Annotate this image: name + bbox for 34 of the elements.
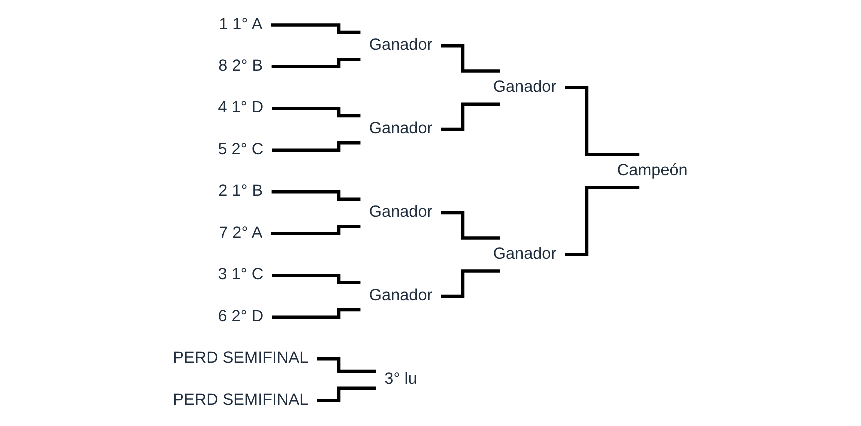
- connector: [564, 86, 640, 156]
- node-text: Campeón: [617, 161, 688, 180]
- connector: [440, 270, 500, 298]
- node-text: 5 2° C: [218, 140, 264, 159]
- connector: [270, 141, 361, 152]
- node-text: 4 1° D: [218, 98, 264, 118]
- connector: [440, 211, 500, 240]
- connector: [270, 274, 361, 285]
- node-text: 2 1° B: [218, 182, 264, 201]
- connector: [270, 58, 361, 69]
- node-text: 6 2° D: [218, 307, 264, 326]
- connector: [270, 24, 361, 34]
- node-text: 8 2° B: [218, 56, 264, 76]
- node-text: Ganador: [369, 202, 433, 222]
- node-text: Ganador: [493, 244, 557, 264]
- node-text: 7 2° A: [219, 224, 263, 242]
- node-text: Ganador: [369, 120, 433, 138]
- connector: [270, 308, 361, 319]
- node-text: 3° lu: [384, 370, 418, 388]
- connector: [316, 386, 376, 402]
- connector: [270, 107, 361, 118]
- connector: [440, 44, 500, 73]
- connector: [270, 190, 361, 202]
- connector: [316, 357, 376, 374]
- connector: [440, 102, 500, 132]
- connector: [270, 224, 361, 236]
- node-text: PERD SEMIFINAL: [173, 349, 309, 368]
- connector: [564, 186, 640, 256]
- node-text: PERD SEMIFINAL: [173, 390, 309, 410]
- node-text: 1 1° A: [219, 15, 263, 34]
- node-text: 3 1° C: [218, 266, 264, 284]
- node-text: Ganador: [493, 78, 557, 96]
- node-text: Ganador: [369, 286, 433, 305]
- node-text: Ganador: [369, 36, 433, 54]
